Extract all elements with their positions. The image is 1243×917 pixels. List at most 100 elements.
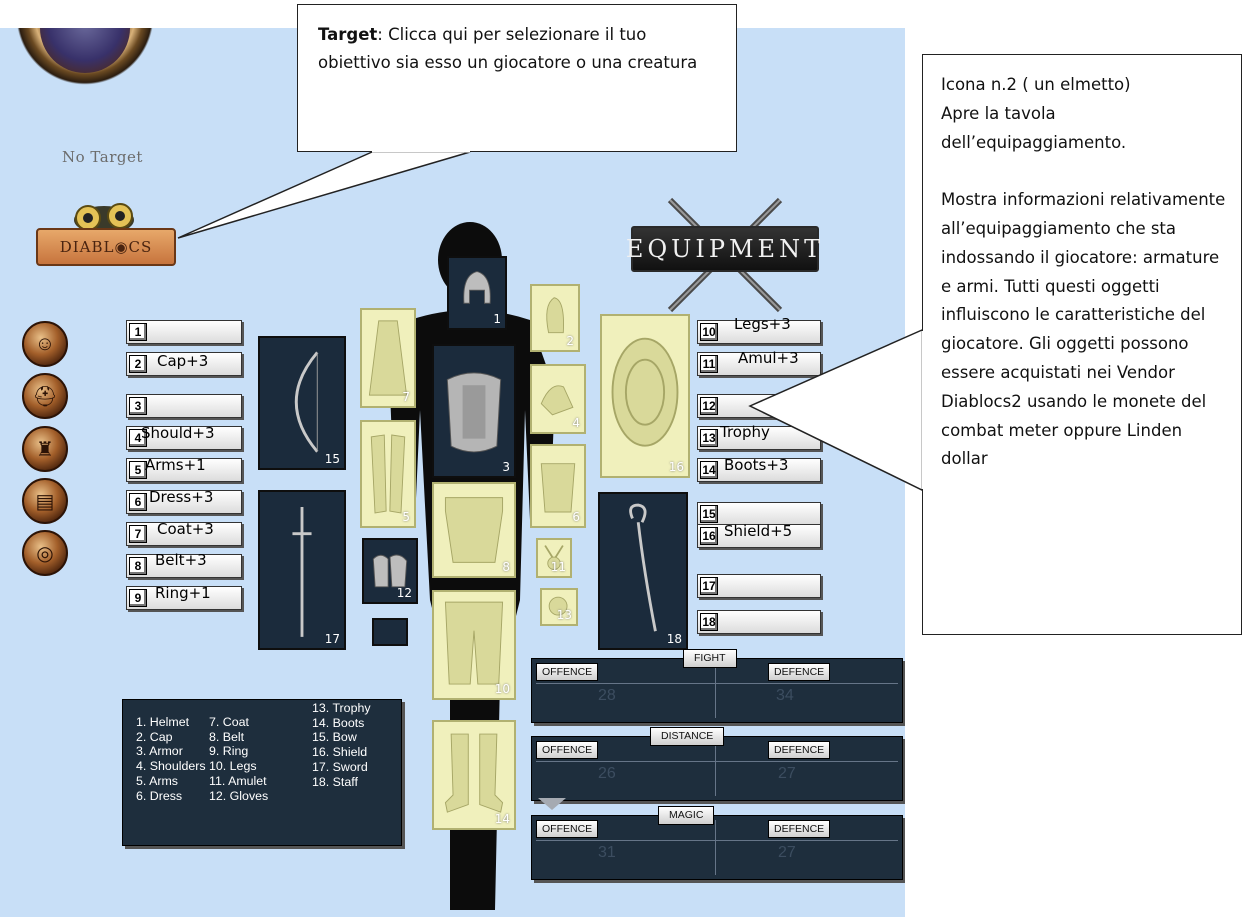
fight-defence-label: DEFENCE	[768, 663, 831, 681]
legend-shoulders: 4. Shoulders	[136, 759, 206, 774]
tile-15-number: 15	[324, 452, 340, 466]
mask-icon[interactable]: ☺	[22, 321, 68, 367]
slot-2-label: Cap+3	[157, 352, 209, 370]
legend-dress: 6. Dress	[136, 788, 183, 803]
legend-belt: 8. Belt	[209, 729, 245, 744]
slot-10[interactable]: 10 Legs+3	[697, 315, 821, 344]
sword-tile[interactable]: 17	[258, 490, 346, 650]
legend-shield: 16. Shield	[312, 745, 368, 760]
tile-7-number: 7	[402, 390, 410, 404]
helmet-tile[interactable]: 1	[447, 256, 507, 330]
callout-target-text: : Clicca qui per selezionare il tuo obie…	[318, 25, 698, 72]
fight-offence-value: 28	[598, 687, 616, 704]
slot-10-number: 10	[700, 323, 718, 341]
diablocs-logo[interactable]: DIABL◉CS	[36, 228, 176, 266]
slot-8-number: 8	[129, 557, 147, 575]
slot-11-label: Amul+3	[738, 349, 799, 367]
coat-tile[interactable]: 7	[360, 308, 416, 408]
slot-2[interactable]: 2 Cap+3	[126, 352, 242, 376]
coins-icon[interactable]: ◎	[22, 530, 68, 576]
equipment-legend: 1. Helmet 2. Cap 3. Armor 4. Shoulders 5…	[122, 699, 402, 846]
fight-panel: FIGHT OFFENCE DEFENCE 28 34	[531, 649, 903, 723]
tile-4-number: 4	[572, 416, 580, 430]
staff-tile[interactable]: 18	[598, 492, 688, 650]
slot-17[interactable]: 17	[697, 574, 821, 598]
helmet-icon[interactable]: ⛑	[22, 373, 68, 419]
belt-tile[interactable]: 8	[432, 482, 516, 578]
small-glove-icon[interactable]	[372, 618, 408, 646]
tile-12-number: 12	[396, 586, 412, 600]
amulet-tile[interactable]: 11	[536, 538, 572, 578]
slot-14-number: 14	[700, 461, 718, 479]
slot-9-label: Ring+1	[155, 584, 211, 602]
fight-defence-value: 34	[776, 687, 794, 704]
legend-helmet: 1. Helmet	[136, 715, 190, 729]
legend-armor: 3. Armor	[136, 744, 183, 759]
tile-6-number: 6	[572, 510, 580, 524]
slot-7-label: Coat+3	[157, 520, 214, 538]
slot-13-label: Trophy	[720, 423, 770, 441]
tile-16-number: 16	[668, 460, 684, 474]
slot-15[interactable]: 15	[697, 502, 821, 526]
magic-defence-label: DEFENCE	[768, 820, 831, 838]
shoulders-tile[interactable]: 4	[530, 364, 586, 434]
distance-defence-label: DEFENCE	[768, 741, 831, 759]
slot-14-label: Boots+3	[724, 456, 789, 474]
dress-tile[interactable]: 6	[530, 444, 586, 528]
slot-5-number: 5	[129, 461, 147, 479]
slot-15-number: 15	[700, 505, 718, 523]
callout-target: Target: Clicca qui per selezionare il tu…	[297, 4, 737, 152]
tile-18-number: 18	[666, 632, 682, 646]
shield-tile[interactable]: 16	[600, 314, 690, 478]
magic-defence-value: 27	[778, 844, 796, 861]
trophy-tile[interactable]: 13	[540, 588, 578, 626]
callout-target-bold: Target	[318, 25, 378, 44]
slot-5-label: Arms+1	[145, 456, 206, 474]
legend-ring: 9. Ring	[209, 744, 249, 759]
fight-offence-label: OFFENCE	[536, 663, 599, 681]
tile-10-number: 10	[494, 682, 510, 696]
legs-tile[interactable]: 10	[432, 590, 516, 700]
arms-tile[interactable]: 5	[360, 420, 416, 528]
tile-5-number: 5	[402, 510, 410, 524]
callout-equipment-line-2: Apre la tavola	[941, 103, 1056, 123]
legend-legs: 10. Legs	[209, 759, 257, 774]
magic-offence-label: OFFENCE	[536, 820, 599, 838]
slot-3-number: 3	[129, 397, 147, 415]
bow-tile[interactable]: 15	[258, 336, 346, 470]
pouch-icon[interactable]: ♜	[22, 426, 68, 472]
cap-tile[interactable]: 2	[530, 284, 580, 352]
slot-14[interactable]: 14 Boots+3	[697, 456, 821, 482]
legend-coat: 7. Coat	[209, 715, 249, 729]
legend-arms: 5. Arms	[136, 773, 178, 788]
slot-1[interactable]: 1	[126, 320, 242, 344]
tile-14-number: 14	[494, 812, 510, 826]
slot-18[interactable]: 18	[697, 610, 821, 634]
legend-column-3: 13. Trophy 14. Boots 15. Bow 16. Shield …	[312, 701, 371, 789]
armor-tile[interactable]: 3	[432, 344, 516, 478]
scroll-icon[interactable]: ▤	[22, 478, 68, 524]
callout-equipment-line-1: Icona n.2 ( un elmetto)	[941, 75, 1131, 94]
slot-10-label: Legs+3	[734, 315, 791, 333]
gloves-tile[interactable]: 12	[362, 538, 418, 604]
slot-12[interactable]: 12	[697, 394, 821, 418]
slot-6-label: Dress+3	[149, 488, 214, 506]
slot-18-number: 18	[700, 613, 718, 631]
slot-2-number: 2	[129, 355, 147, 373]
slot-3[interactable]: 3	[126, 394, 242, 418]
callout-equipment: Icona n.2 ( un elmetto) Apre la tavola d…	[922, 54, 1242, 635]
tile-11-number: 11	[550, 560, 566, 574]
expand-arrow-icon[interactable]	[538, 798, 566, 810]
legend-column-2: 7. Coat 8. Belt 9. Ring 10. Legs 11. Amu…	[209, 715, 268, 803]
legend-amulet: 11. Amulet	[209, 773, 267, 788]
boots-tile[interactable]: 14	[432, 720, 516, 830]
